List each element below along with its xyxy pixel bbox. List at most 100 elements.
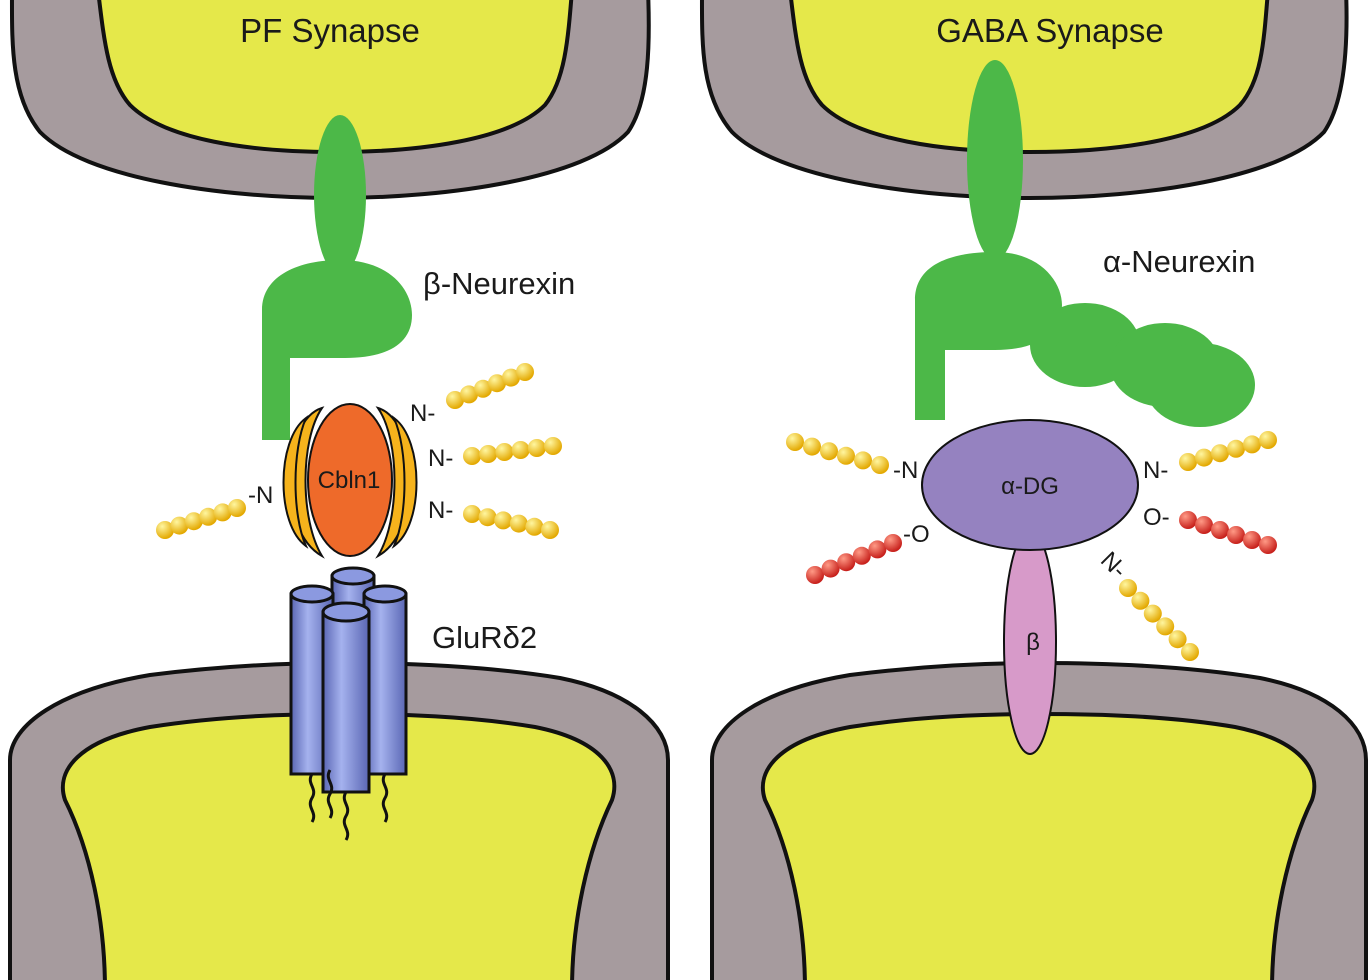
pf-glycan-chain-1	[446, 363, 534, 409]
glycan-bead	[1168, 630, 1187, 649]
gaba-panel: α-Neurexin β α-DG -N -O N- O- N- GABA Sy…	[699, 0, 1368, 980]
gaba-glycan-chain-4	[1179, 511, 1277, 554]
gaba-presynaptic-terminal	[699, 0, 1349, 201]
glycan-bead	[474, 379, 492, 398]
pf-linkage-label-1: N-	[410, 400, 435, 427]
pf-linkage-label-4: -N	[248, 482, 273, 509]
glycan-bead	[806, 566, 824, 584]
glurd2-label: GluRδ2	[432, 620, 537, 655]
glycan-bead	[170, 516, 189, 535]
glycan-bead	[541, 521, 559, 539]
gaba-presynaptic-cytoplasm	[789, 0, 1270, 155]
alpha-neurexin-body	[915, 252, 1062, 420]
glurd2	[289, 566, 408, 841]
alpha-neurexin-lns-domain-3	[1145, 343, 1255, 427]
gaba-linkage-label-1: -N	[893, 457, 918, 484]
gaba-postsynaptic-terminal	[710, 660, 1368, 980]
glycan-bead	[1119, 579, 1137, 597]
glycan-bead	[527, 439, 546, 457]
cbln1-shell-right-outer	[391, 414, 418, 549]
glycan-bead	[1156, 617, 1175, 636]
glycan-bead	[1227, 439, 1245, 458]
glycan-bead	[821, 559, 840, 578]
glycan-bead	[1227, 526, 1245, 544]
glycan-bead	[1243, 531, 1261, 549]
glycan-bead	[1195, 448, 1213, 467]
glycan-bead	[837, 446, 855, 465]
glycan-bead	[228, 499, 246, 517]
alpha-dystroglycan-label: α-DG	[1001, 473, 1059, 500]
cbln1-shell-left-outer	[282, 414, 309, 549]
gaba-linkage-label-4: O-	[1143, 504, 1170, 531]
glycan-bead	[1131, 591, 1150, 610]
pf-presynaptic-terminal	[9, 0, 651, 201]
glycan-bead	[488, 374, 506, 393]
glycan-bead	[446, 391, 464, 409]
pf-linkage-label-3: N-	[428, 497, 453, 524]
pf-synapse-title: PF Synapse	[240, 12, 420, 49]
gaba-glycan-chain-2	[806, 534, 902, 584]
pf-panel: β-Neurexin N- N- N- -N Cbln1	[8, 0, 670, 980]
pf-linkage-label-2: N-	[428, 445, 453, 472]
glycan-bead	[1143, 604, 1162, 623]
gaba-linkage-label-2: -O	[903, 521, 930, 548]
glycan-bead	[1179, 511, 1197, 529]
glycan-bead	[463, 447, 481, 465]
glycan-bead	[820, 442, 838, 461]
gaba-glycan-chain-3	[1179, 431, 1277, 471]
glycan-bead	[871, 456, 889, 474]
cbln1-label: Cbln1	[318, 467, 381, 494]
beta-dystroglycan-label: β	[1026, 629, 1040, 656]
glycan-bead	[525, 517, 544, 536]
alpha-neurexin-stalk	[967, 60, 1023, 260]
glycan-bead	[495, 443, 514, 461]
glycan-bead	[544, 437, 562, 455]
glycan-bead	[1259, 536, 1277, 554]
glycan-bead	[786, 433, 804, 451]
glycan-bead	[854, 451, 872, 470]
pf-glycan-chain-2	[463, 437, 562, 465]
glycan-bead	[837, 553, 856, 572]
pf-glycan-chain-3	[463, 505, 559, 539]
beta-neurexin-body	[262, 260, 412, 440]
glycan-bead	[1181, 643, 1199, 661]
glycan-bead	[1243, 435, 1261, 454]
pf-postsynaptic-terminal	[8, 660, 670, 980]
alpha-neurexin	[915, 60, 1255, 427]
gaba-postsynaptic-cytoplasm	[760, 711, 1317, 980]
alpha-dystroglycan	[921, 419, 1139, 551]
glycan-bead	[1211, 521, 1229, 539]
glycan-bead	[199, 507, 218, 526]
glycan-bead	[1259, 431, 1277, 449]
glycan-bead	[184, 512, 203, 531]
cbln1-core	[307, 403, 393, 557]
glycan-bead	[479, 445, 498, 463]
glycan-bead	[868, 540, 887, 559]
gaba-linkage-label-5: N-	[1095, 547, 1132, 584]
glycan-bead	[852, 546, 871, 565]
glycan-bead	[1211, 444, 1229, 463]
glycan-bead	[516, 363, 534, 381]
glycan-bead	[511, 441, 530, 459]
gaba-glycan-chain-5	[1119, 579, 1199, 661]
glycan-bead	[463, 505, 481, 523]
glycan-bead	[803, 437, 821, 456]
glycan-bead	[509, 514, 528, 533]
pf-glycan-chain-4	[156, 499, 246, 539]
glycan-bead	[213, 503, 232, 522]
glycan-bead	[460, 385, 478, 404]
glycan-bead	[156, 521, 174, 539]
cbln1	[282, 403, 418, 559]
glycan-bead	[494, 511, 513, 530]
beta-neurexin	[262, 115, 412, 440]
glycan-bead	[502, 368, 520, 387]
glycan-bead	[1195, 516, 1213, 534]
gaba-linkage-label-3: N-	[1143, 457, 1168, 484]
gaba-glycan-chain-1	[786, 433, 889, 474]
glycan-bead	[1179, 453, 1197, 471]
glycan-bead	[478, 508, 497, 527]
beta-neurexin-stalk	[314, 115, 366, 275]
glycan-bead	[884, 534, 902, 552]
beta-neurexin-label: β-Neurexin	[423, 266, 575, 301]
alpha-neurexin-label: α-Neurexin	[1103, 244, 1255, 279]
